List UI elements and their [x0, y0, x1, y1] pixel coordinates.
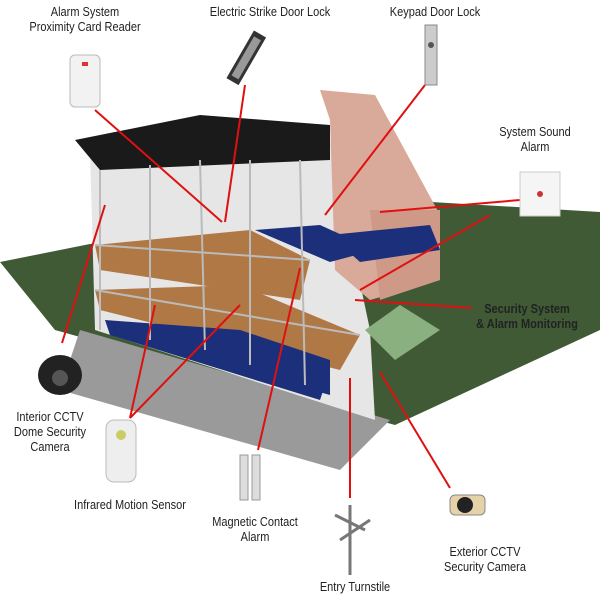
label-keypad-lock: Keypad Door Lock [389, 5, 481, 19]
label-electric-strike: Electric Strike Door Lock [209, 5, 331, 19]
sound-alarm-icon [519, 171, 561, 217]
blue-floor-4 [330, 225, 440, 262]
dome-camera-icon [38, 355, 82, 395]
blue-floor-3 [255, 225, 375, 262]
card-reader-icon [69, 54, 101, 108]
roof [75, 115, 330, 170]
electric-strike-icon [226, 30, 267, 86]
turnstile-icon [334, 505, 371, 575]
callout-lines [61, 84, 521, 498]
magnetic-contact-icon [239, 454, 261, 501]
motion-sensor-icon [105, 419, 137, 483]
blue-floor-2 [240, 330, 330, 395]
label-motion-sensor: Infrared Motion Sensor [74, 498, 186, 512]
label-turnstile: Entry Turnstile [319, 580, 391, 594]
label-monitoring: Security System& Alarm Monitoring [476, 302, 578, 331]
green-awning [365, 305, 440, 360]
keypad-lock-icon [424, 24, 438, 86]
exterior-camera-icon [449, 494, 486, 516]
